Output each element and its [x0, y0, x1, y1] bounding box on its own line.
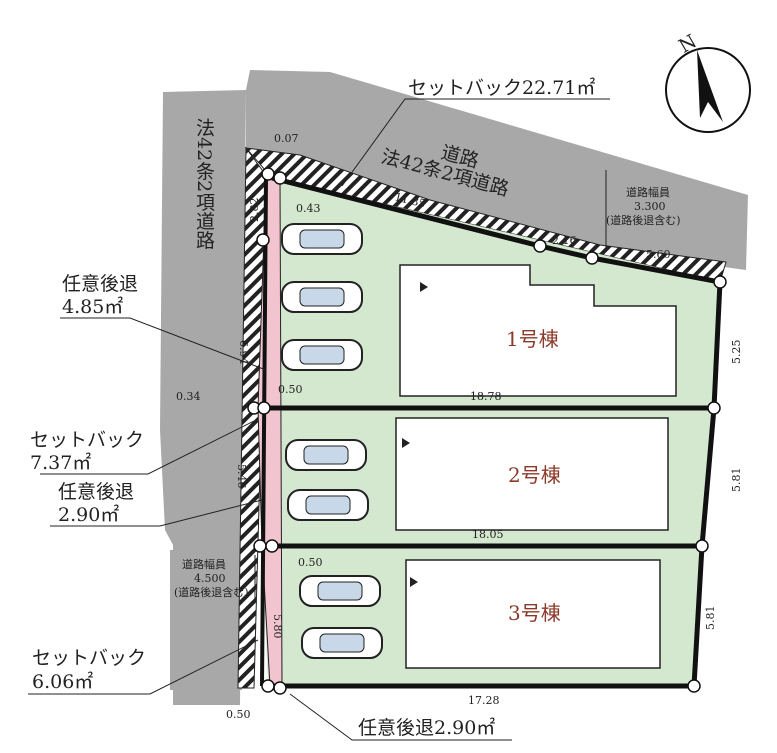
road-north-width-title: 道路幅員	[626, 185, 670, 199]
building-3	[405, 559, 661, 669]
setback-strip-west	[237, 146, 269, 689]
road-south-width-title: 道路幅員	[182, 557, 226, 571]
road-north	[246, 70, 748, 270]
compass-label: N	[675, 30, 700, 57]
dim-1805: 18.05	[472, 528, 504, 541]
dim-581b: 5.81	[704, 606, 717, 631]
optional-2-line2: 2.90㎡	[58, 503, 119, 526]
setback-south-line1: セットバック	[32, 647, 146, 669]
car-1	[281, 223, 363, 255]
dim-560: 5.60	[646, 248, 671, 261]
dim-581a: 5.81	[730, 468, 743, 493]
dim-007: 0.07	[274, 132, 299, 145]
west-boundary	[260, 177, 268, 687]
dim-050c: 0.50	[226, 708, 251, 721]
car-4	[285, 439, 367, 471]
road-north-width-value: 3.300	[634, 200, 666, 213]
car-5	[287, 489, 369, 521]
dim-1728: 17.28	[468, 694, 500, 707]
car-7	[301, 627, 383, 659]
dim-580: 5.80	[271, 614, 284, 639]
road-south-width-note: (道路後退含む)	[174, 585, 249, 599]
setback-west-line1: セットバック	[30, 429, 144, 451]
optional-1-line2: 4.85㎡	[62, 295, 123, 318]
building-2-name: 2号棟	[508, 463, 561, 487]
setback-north-callout: セットバック22.71㎡	[408, 76, 595, 99]
leader-lines	[28, 98, 610, 741]
setback-west-line2: 7.37㎡	[30, 451, 91, 474]
entrance-mark-3	[410, 577, 418, 587]
dim-050a: 0.50	[278, 383, 303, 396]
car-2	[281, 281, 363, 313]
dim-1135: 11.35	[393, 190, 427, 210]
dim-034: 0.34	[176, 390, 201, 403]
lot-boundary	[268, 175, 723, 689]
entrance-mark-2	[402, 438, 410, 448]
building-2	[395, 417, 669, 531]
dim-216: 2.16	[552, 234, 577, 247]
dim-043: 0.43	[296, 202, 321, 215]
survey-points	[247, 167, 727, 695]
road-north-width-note: (道路後退含む)	[606, 213, 681, 227]
dim-1878: 18.78	[470, 390, 502, 403]
building-1-name: 1号棟	[506, 327, 559, 351]
car-6	[299, 575, 381, 607]
road-south-width-value: 4.500	[194, 572, 226, 585]
dim-546: 5.46	[235, 464, 248, 489]
dim-282: 2.82	[248, 198, 261, 223]
setback-south-line2: 6.06㎡	[32, 670, 93, 693]
building-3-name: 3号棟	[508, 601, 561, 625]
compass-icon	[665, 47, 751, 133]
dim-050b: 0.50	[298, 556, 323, 569]
dim-694: 6.94	[237, 340, 250, 365]
car-3	[281, 339, 363, 371]
building-1	[399, 264, 677, 397]
optional-1-line1: 任意後退	[62, 273, 138, 295]
entrance-mark-1	[420, 282, 428, 292]
optional-2-line1: 任意後退	[58, 481, 134, 503]
optional-3-callout: 任意後退2.90㎡	[358, 716, 495, 739]
dim-525: 5.25	[730, 340, 743, 365]
road-west-label: 法42条2項道路	[193, 118, 215, 250]
